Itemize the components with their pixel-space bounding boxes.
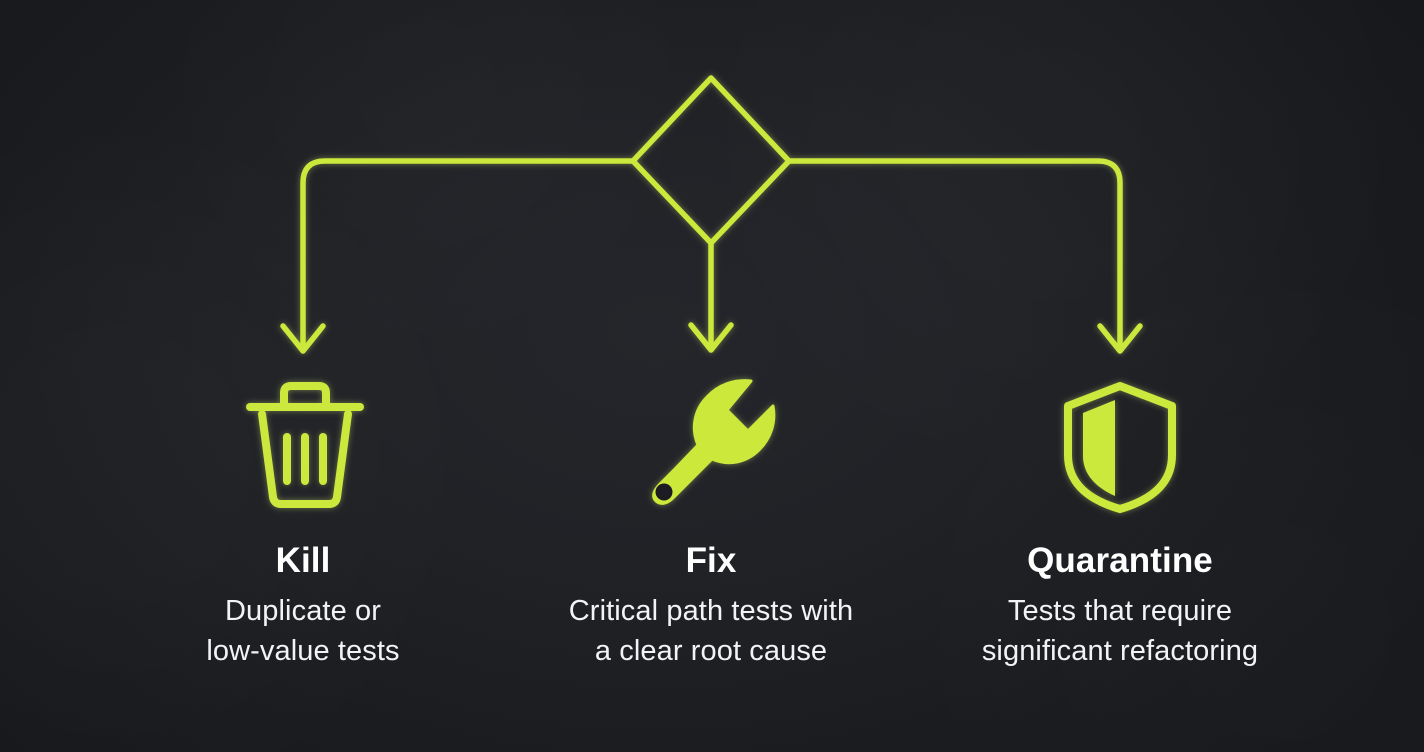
branch-title-fix: Fix	[685, 541, 737, 580]
wrench-icon	[652, 379, 776, 505]
branch-desc-kill-line-2: low-value tests	[206, 635, 400, 667]
arrowhead-right-icon	[1097, 323, 1143, 354]
connector-left	[300, 158, 636, 351]
branch-desc-fix-line-1: Critical path tests with	[568, 595, 854, 627]
branch-desc-kill-line-1: Duplicate or	[225, 595, 381, 627]
branch-desc-kill: Duplicate or low-value tests	[93, 591, 513, 671]
branch-title-kill: Kill	[275, 541, 331, 580]
branch-label-quarantine: Quarantine Tests that require significan…	[910, 540, 1330, 671]
branch-desc-quarantine: Tests that require significant refactori…	[910, 591, 1330, 671]
branch-desc-quarantine-line-2: significant refactoring	[981, 635, 1259, 667]
branch-label-fix: Fix Critical path tests with a clear roo…	[501, 540, 921, 671]
trash-icon	[246, 382, 364, 508]
branch-title-quarantine: Quarantine	[1027, 541, 1213, 580]
connector-right	[786, 158, 1123, 351]
branch-desc-fix-line-2: a clear root cause	[594, 635, 828, 667]
branch-label-kill: Kill Duplicate or low-value tests	[93, 540, 513, 671]
branch-desc-fix: Critical path tests with a clear root ca…	[501, 591, 921, 671]
arrowhead-left-icon	[280, 323, 326, 354]
arrowhead-center-icon	[688, 322, 734, 353]
decision-diamond	[630, 75, 792, 246]
shield-icon	[1064, 382, 1176, 513]
branch-desc-quarantine-line-1: Tests that require	[1007, 595, 1233, 627]
